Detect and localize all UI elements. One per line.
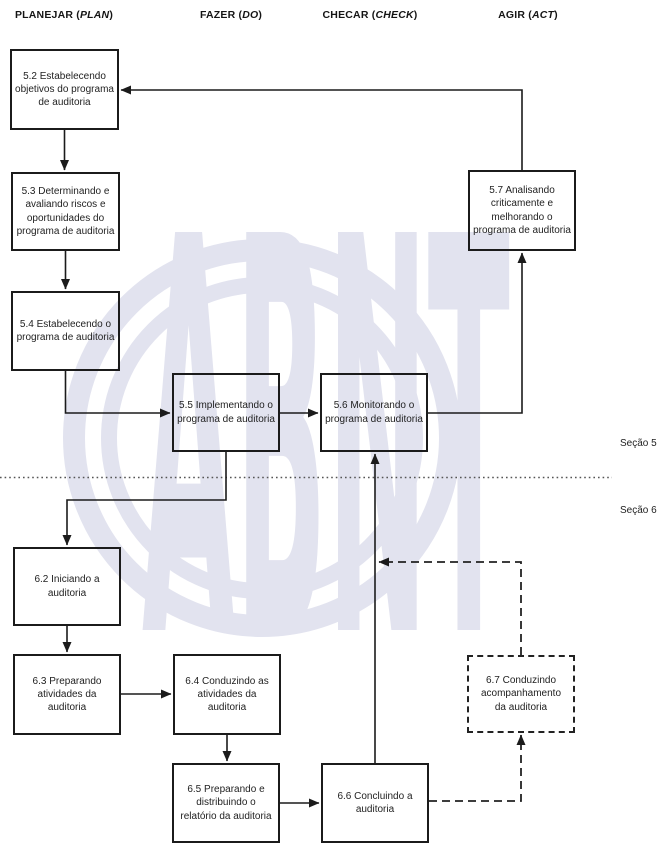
header-act-close: ) — [554, 9, 558, 21]
header-check-close: ) — [413, 9, 418, 21]
header-act-text: AGIR ( — [498, 9, 532, 21]
dashed-arrow-67-to-56-line — [378, 557, 522, 655]
box-52-estabelecendo-objetivos: 5.2 Estabelecendo objetivos do programa … — [10, 49, 119, 130]
box-66-concluindo-auditoria: 6.6 Concluindo a auditoria — [321, 763, 429, 843]
header-plan-italic: PLAN — [79, 9, 110, 21]
watermark-inner-ring — [101, 277, 423, 599]
box-57-analisando-melhorando: 5.7 Analisando criticamente e melhorando… — [468, 170, 576, 251]
header-do-italic: DO — [242, 9, 259, 21]
box-64-conduzindo-atividades: 6.4 Conduzindo as atividades da auditori… — [173, 654, 281, 735]
dashed-arrow-66-to-67 — [429, 734, 526, 802]
header-fazer-do: FAZER (DO) — [200, 9, 262, 21]
box-65-preparando-relatorio: 6.5 Preparando e distribuindo o relatóri… — [172, 763, 280, 843]
header-do-text: FAZER ( — [199, 9, 243, 21]
header-checar-check: CHECAR (CHECK) — [323, 9, 418, 21]
arrow-55-to-62 — [62, 452, 227, 546]
box-62-iniciando-auditoria: 6.2 Iniciando a auditoria — [13, 547, 121, 626]
header-do-close: ) — [258, 9, 263, 21]
box-54-estabelecendo-programa: 5.4 Estabelecendo o programa de auditori… — [11, 291, 120, 371]
header-agir-act: AGIR (ACT) — [498, 9, 558, 21]
header-act-italic: ACT — [531, 9, 555, 21]
box-55-implementando-programa: 5.5 Implementando o programa de auditori… — [172, 373, 280, 452]
arrow-56-to-57 — [428, 252, 527, 414]
header-check-text: CHECAR ( — [322, 9, 376, 21]
arrow-57-to-52-feedback — [120, 85, 523, 170]
box-53-determinando-riscos: 5.3 Determinando e avaliando riscos e op… — [11, 172, 120, 251]
box-67-conduzindo-acompanhamento: 6.7 Conduzindo acompanhamento da auditor… — [467, 655, 575, 733]
arrow-54-to-55 — [64, 371, 171, 418]
label-secao-6: Seção 6 — [620, 505, 657, 516]
watermark-outer-ring — [63, 239, 461, 637]
header-plan-text: PLANEJAR ( — [14, 9, 80, 21]
box-63-preparando-atividades: 6.3 Preparando atividades da auditoria — [13, 654, 121, 735]
abnt-logo: ABNT — [63, 125, 510, 760]
label-secao-5: Seção 5 — [620, 438, 657, 449]
header-plan-close: ) — [109, 9, 114, 21]
box-56-monitorando-programa: 5.6 Monitorando o programa de auditoria — [320, 373, 428, 452]
watermark-text: ABNT — [142, 125, 510, 760]
header-check-italic: CHECK — [375, 9, 414, 21]
header-planejar-plan: PLANEJAR (PLAN) — [15, 9, 113, 21]
